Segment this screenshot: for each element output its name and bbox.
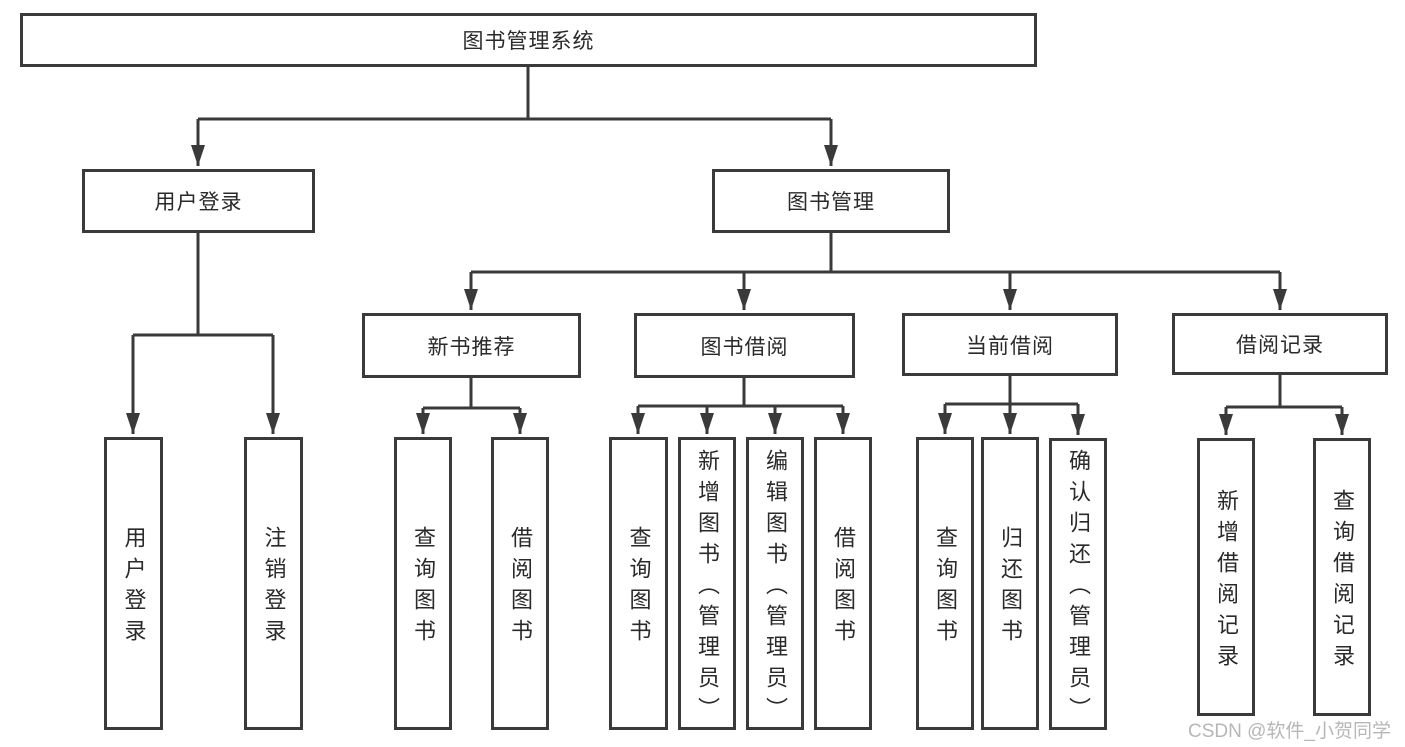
node-book-borrowing: 图书借阅 bbox=[634, 313, 855, 378]
node-library-management-system: 图书管理系统 bbox=[20, 13, 1037, 67]
node-current-borrowing: 当前借阅 bbox=[902, 313, 1118, 376]
leaf-logout-login: 注销登录 bbox=[244, 437, 303, 730]
leaf-current-confirm-return-admin: 确认归还（管理员） bbox=[1049, 438, 1107, 730]
node-new-book-recommend: 新书推荐 bbox=[362, 313, 581, 378]
leaf-current-return-book: 归还图书 bbox=[981, 437, 1039, 730]
leaf-newbook-borrow-book: 借阅图书 bbox=[491, 437, 549, 730]
leaf-current-query-book: 查询图书 bbox=[916, 437, 974, 730]
leaf-record-add-borrow-record: 新增借阅记录 bbox=[1197, 438, 1255, 716]
leaf-record-query-borrow-record: 查询借阅记录 bbox=[1313, 438, 1371, 716]
leaf-user-login: 用户登录 bbox=[104, 437, 163, 730]
leaf-borrow-query-book: 查询图书 bbox=[609, 437, 668, 730]
leaf-borrow-add-book-admin: 新增图书（管理员） bbox=[678, 437, 736, 730]
node-borrowing-records: 借阅记录 bbox=[1172, 313, 1388, 375]
node-book-management: 图书管理 bbox=[712, 169, 950, 233]
node-user-login: 用户登录 bbox=[82, 169, 315, 233]
leaf-borrow-edit-book-admin: 编辑图书（管理员） bbox=[746, 437, 804, 730]
csdn-watermark: CSDN @软件_小贺同学 bbox=[1188, 721, 1391, 742]
leaf-newbook-query-book: 查询图书 bbox=[394, 437, 452, 730]
leaf-borrow-borrow-book: 借阅图书 bbox=[814, 437, 872, 730]
